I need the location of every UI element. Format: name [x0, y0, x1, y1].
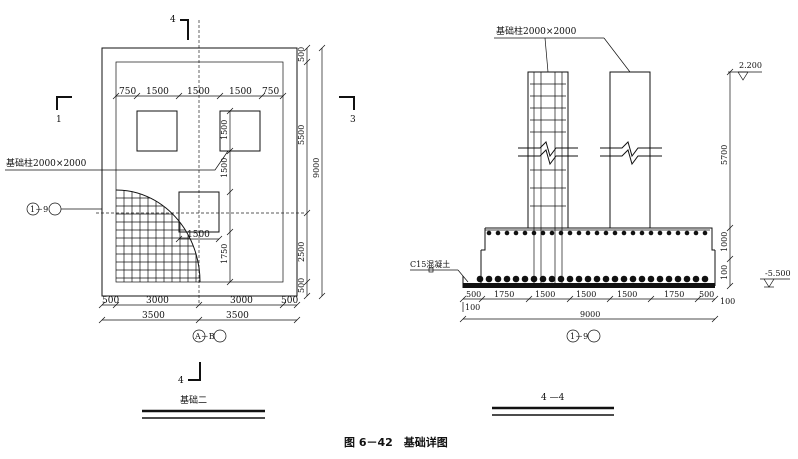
plan-column-right [219, 110, 261, 152]
section-mark-bottom-number: 4 [178, 376, 184, 386]
break-marks [518, 141, 662, 166]
dim-top-3: 1500 [187, 87, 210, 97]
axis-bubble-1 [26, 202, 40, 216]
dim-section-height: 5700 [720, 145, 729, 165]
axis-bubble-b [213, 329, 227, 343]
dim-inner-v-3: 1750 [220, 244, 229, 264]
section-mark-top [180, 19, 189, 40]
section-column-label: 基础柱2000×2000 [496, 25, 577, 37]
dim-section-b1: 500 [466, 290, 481, 299]
section-axis-bubble-9 [587, 329, 601, 343]
base-rebar-dots [476, 275, 709, 283]
plan-column-label: 基础柱2000×2000 [6, 157, 87, 169]
section-title: 4 —4 [541, 393, 565, 403]
dim-inner-v-1: 1500 [220, 120, 229, 140]
dim-bottom-4: 500 [281, 296, 298, 306]
axis-bubble-a [192, 329, 206, 343]
dim-section-cap: 1000 [720, 232, 729, 252]
dim-section-b4: 1500 [576, 290, 596, 299]
plan-column-left [136, 110, 178, 152]
dim-top-4: 1500 [229, 87, 252, 97]
dim-top-1: 750 [119, 87, 136, 97]
dim-bottom-2: 3000 [146, 296, 169, 306]
dim-right-4: 500 [297, 278, 306, 293]
dim-section-b5: 1500 [617, 290, 637, 299]
plan-title: 基础二 [180, 394, 207, 406]
dim-section-b7: 500 [699, 290, 714, 299]
concrete-label: C15混凝土 [410, 259, 450, 269]
plan-column-center [178, 191, 220, 233]
dim-right-1: 500 [297, 47, 306, 62]
cap-rebar-dots [486, 230, 708, 236]
elevation-top: 2.200 [739, 61, 762, 70]
axis-left-label: 1－9 [30, 205, 48, 214]
dim-inner-h: 1500 [187, 230, 210, 240]
dim-section-b6: 1750 [664, 290, 684, 299]
dim-section-base: 100 [720, 265, 729, 280]
footing-base-slab [463, 283, 715, 288]
section-mark-bottom [188, 362, 201, 381]
section-axis-label: 1－9 [570, 332, 588, 341]
dim-ticks-top [112, 92, 287, 100]
dim-section-total: 9000 [580, 310, 600, 319]
rebar-grid-boundary [115, 189, 201, 283]
axis-ab-label: A－B [194, 332, 215, 341]
section-mark-right [339, 96, 355, 110]
plan-outer-outline [101, 47, 298, 297]
dim-right-total: 9000 [312, 158, 321, 178]
dim-top-2: 1500 [146, 87, 169, 97]
dim-bottom-1: 500 [102, 296, 119, 306]
dim-bottom-5: 3500 [142, 311, 165, 321]
dim-top-5: 750 [262, 87, 279, 97]
column-rebar [530, 72, 566, 285]
figure-caption: 图 6－42 基础详图 [344, 435, 448, 449]
dim-bottom-6: 3500 [226, 311, 249, 321]
section-mark-left [56, 96, 72, 110]
section-view: 基础柱2000×2000 [410, 25, 791, 416]
dim-section-b2: 1750 [494, 290, 514, 299]
footing-cap-outline [485, 227, 715, 251]
axis-bubble-9 [48, 202, 62, 216]
column-leader-line [5, 150, 229, 171]
mark-left-number: 1 [56, 115, 62, 125]
section-axis-bubble-1 [566, 329, 580, 343]
plan-view: 4 1 3 [5, 15, 356, 419]
dim-inner-v-2: 1500 [220, 158, 229, 178]
dim-section-left-small: 100 [465, 303, 480, 312]
dim-right-3: 2500 [297, 242, 306, 262]
dim-section-b3: 1500 [535, 290, 555, 299]
mark-right-number: 3 [350, 115, 356, 125]
dim-section-right-small: 100 [720, 297, 735, 306]
elevation-bottom: -5.500 [765, 269, 791, 278]
section-mark-top-number: 4 [170, 15, 176, 25]
dim-right-2: 5500 [297, 125, 306, 145]
dim-bottom-3: 3000 [230, 296, 253, 306]
